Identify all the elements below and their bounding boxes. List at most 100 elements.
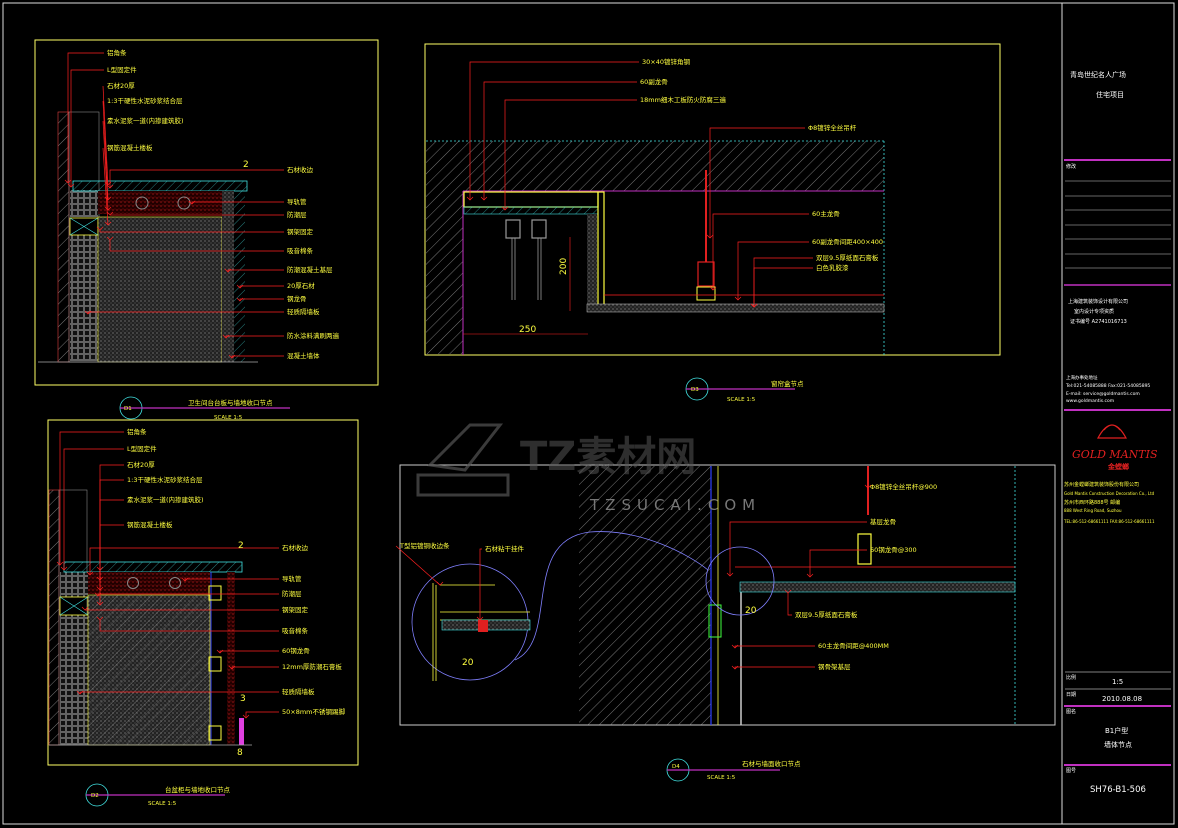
d4-leader-arrow-icon [731,644,739,649]
drawing-name-1: B1户型 [1105,726,1128,735]
d4-leader-arrow-icon [864,484,872,489]
d2-dimension-mid: 3 [240,694,246,704]
watermark-url: TZSUCAI.COM [589,496,761,514]
detail-d1: 铝角条L型固定件石材20厚1:3干硬性水泥砂浆结合层素水泥浆一道(内掺建筑胶)钢… [34,39,379,386]
date-value: 2010.08.08 [1102,695,1142,703]
d4-annotation-label: Φ8镀锌全丝吊杆@900 [870,482,937,491]
d2-leader-arrow-icon [60,566,68,571]
d1-leader-line [67,52,104,183]
d4-leader-arrow-icon [806,573,814,578]
d3-leader-arrow-icon [706,234,714,239]
d2-leader-line [59,431,124,565]
d4-leader-line [734,666,815,669]
d2-leader-arrow-icon [86,571,94,576]
drawing-text: Tel:021-54085888 Fax:021-54085895 [1065,383,1150,389]
d3-annotation-label: 18mm细木工板防火防腐三遍 [640,95,726,104]
d1-annotation-label: 素水泥浆一道(内掺建筑胶) [107,116,184,125]
d3-dimension-height: 200 [559,258,569,275]
d1-leader-arrow-icon [104,221,112,226]
drawing-text: 石材与墙面收口节点 [742,759,801,768]
d1-leader-arrow-icon [224,268,232,273]
d3-dimension-width: 250 [519,325,536,335]
d2-leader-arrow-icon [242,714,250,719]
watermark-logo-icon [416,423,510,497]
d4-leader-arrow-icon [476,616,484,621]
d2-leader-line [79,691,279,694]
d4-leader-line [787,593,792,616]
d3-leader-line [483,81,637,200]
drawing-text: SCALE 1:5 [727,397,756,403]
d1-leader-line [231,355,284,358]
d3-leader-line [712,213,809,290]
drawing-text: 卫生间台台板与墙地收口节点 [188,398,273,407]
d2-leader-arrow-icon [96,601,104,606]
project-sub: 住宅项目 [1096,90,1124,99]
drawing-number: SH76-B1-506 [1090,785,1146,795]
d3-annotation-label: 60主龙骨 [812,209,840,218]
d1-leader-line [70,69,104,187]
d2-leader-arrow-icon [56,561,64,566]
gold-mantis-logo: GOLD MANTIS 金螳螂 [1072,424,1158,471]
d2-leader-line [99,524,124,605]
scale-value: 1:5 [1112,678,1123,686]
detail-d3: 30×40镀锌角钢60副龙骨18mm细木工板防火防腐三遍Φ8镀锌全丝吊杆60主龙… [424,43,1001,356]
project-name: 青岛世纪名人广场 [1070,70,1126,79]
d1-leader-line [87,311,284,314]
d1-leader-arrow-icon [96,226,104,231]
d4-leader-line [479,548,482,620]
d1-leader-arrow-icon [236,284,244,289]
d4-annotation-label: 60主龙骨间距@400MM [818,641,889,650]
d1-leader-line [239,298,284,301]
drawing-text: D4 [672,764,680,770]
d4-leader-arrow-icon [436,581,444,586]
d3-leader-arrow-icon [480,196,488,201]
d1-leader-line [102,120,109,211]
d1-annotation-label: L型固定件 [107,65,137,74]
d3-leader-line [504,99,637,210]
d2-annotation-label: 钢筋混凝土楼板 [127,520,173,529]
d3-annotation-label: Φ8镀锌全丝吊杆 [808,123,857,132]
d4-title-mark: D4 石材与墙面收口节点 SCALE 1:5 [666,758,801,782]
d4-annotation-label: 双层9.5厚纸面石膏板 [795,610,858,619]
drawing-text: D1 [124,406,132,412]
drawing-text: Gold Mantis Construction Decoration Co.,… [1064,491,1155,496]
d2-annotation-label: 铝角条 [127,427,147,436]
d2-annotation-label: L型固定件 [127,444,157,453]
d4-callout-circle [705,546,775,616]
d4-dimension-enlarged: 20 [462,658,474,668]
d3-annotation-label: 白色乳胶漆 [816,263,849,272]
d4-annotation-label: T型铝镀铜收边条 [399,541,450,550]
d3-annotation-label: 30×40镀锌角钢 [642,57,690,66]
drawing-text: 上海建筑装饰设计有限公司 [1068,298,1128,305]
drawing-text: 室内设计专项资质 [1074,308,1114,315]
drawing-text: GOLD MANTIS [1072,448,1158,461]
d1-annotation-label: 轻质隔墙板 [287,307,320,316]
d4-leader-arrow-icon [784,589,792,594]
d4-leader-line [395,545,441,586]
d4-annotation-label: 钢骨架基层 [818,662,851,671]
drawing-text: SCALE 1:5 [148,801,177,807]
d1-leader-line [102,100,109,201]
d1-leader-line [239,285,284,288]
drawing-text: SCALE 1:5 [707,775,736,781]
d1-annotation-label: 防潮混凝土基层 [287,265,333,274]
d1-annotation-label: 1:3干硬性水泥砂浆结合层 [107,96,183,105]
d1-leader-arrow-icon [106,211,114,216]
d4-annotation-label: 基层龙骨 [870,517,896,526]
d1-annotation-label: 钢龙骨 [287,294,307,303]
d4-leader-line [734,645,815,648]
d4-annotation-label: 石材粘干挂件 [485,544,525,553]
d2-annotation-label: 导轨管 [282,574,302,583]
d1-leader-arrow-icon [67,183,75,188]
d2-annotation-label: 12mm厚防潮石膏板 [282,662,342,671]
d2-annotation-label: 钢架固定 [282,605,309,614]
drawing-text: SCALE 1:5 [214,415,243,421]
d2-leader-line [63,448,124,570]
d2-frame [47,419,359,766]
d1-leader-arrow-icon [64,179,72,184]
d3-leader-line [737,241,809,300]
watermark: TZ素材网 TZSUCAI.COM [416,423,761,514]
d1-leader-line [109,240,284,252]
d4-leader-line [729,521,867,576]
d2-annotation-label: 轻质隔墙板 [282,687,315,696]
